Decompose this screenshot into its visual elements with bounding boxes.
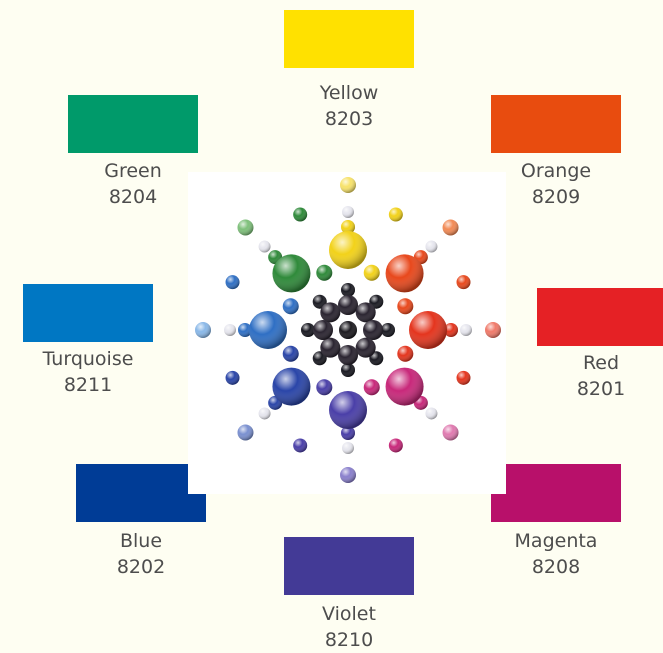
magenta-swatch [491, 464, 621, 522]
between-inner-sphere-shading [363, 264, 380, 281]
between-sphere-shading [293, 207, 308, 222]
mid-small-sphere-shading [341, 220, 355, 234]
between-sphere-shading [293, 438, 308, 453]
between-sphere-shading [388, 438, 403, 453]
large-sphere-shading [385, 254, 424, 293]
between-inner-sphere-shading [397, 345, 414, 362]
outer-sphere-shading [442, 424, 459, 441]
large-sphere-shading [272, 254, 311, 293]
turquoise-caption: Turquoise 8211 [23, 346, 153, 398]
pale-sphere-shading [425, 407, 438, 420]
violet-code: 8210 [324, 629, 374, 651]
inner-dark-sphere-shading [369, 351, 384, 366]
core-ring-sphere-shading [363, 320, 383, 340]
violet-swatch [284, 537, 414, 595]
pale-sphere-shading [258, 240, 271, 253]
green-caption: Green 8204 [68, 158, 198, 210]
red-name: Red [582, 352, 620, 374]
turquoise-name: Turquoise [42, 348, 134, 370]
between-sphere-shading [225, 275, 240, 290]
pale-sphere-shading [425, 240, 438, 253]
pale-sphere-shading [258, 407, 271, 420]
mid-small-sphere-shading [444, 323, 458, 337]
yellow-name: Yellow [319, 82, 379, 104]
between-inner-sphere-shading [282, 298, 299, 315]
inner-dark-sphere-shading [369, 294, 384, 309]
yellow-swatch [284, 10, 414, 68]
core-ring-sphere-shading [320, 302, 341, 323]
inner-dark-sphere-shading [381, 323, 395, 337]
large-sphere-shading [272, 367, 311, 406]
outer-sphere-shading [442, 219, 459, 236]
between-inner-sphere-shading [282, 345, 299, 362]
outer-sphere-shading [237, 219, 254, 236]
core-ring-sphere-shading [355, 302, 376, 323]
core-ring-sphere-shading [355, 337, 376, 358]
inner-dark-sphere-shading [341, 283, 355, 297]
sphere-wheel-graphic [195, 177, 501, 483]
red-code: 8201 [576, 378, 626, 400]
between-inner-sphere-shading [316, 264, 333, 281]
magenta-code: 8208 [531, 556, 581, 578]
green-swatch [68, 95, 198, 153]
outer-sphere-shading [237, 424, 254, 441]
between-inner-sphere-shading [363, 379, 380, 396]
orange-caption: Orange 8209 [491, 158, 621, 210]
between-inner-sphere-shading [316, 379, 333, 396]
red-swatch [537, 288, 663, 346]
color-sphere-illustration [188, 172, 506, 494]
violet-caption: Violet 8210 [284, 601, 414, 653]
outer-sphere-shading [195, 322, 211, 338]
large-sphere-shading [329, 231, 367, 269]
orange-name: Orange [520, 160, 592, 182]
inner-dark-sphere-shading [341, 363, 355, 377]
outer-sphere-shading [340, 467, 356, 483]
green-code: 8204 [108, 186, 158, 208]
large-sphere-shading [329, 391, 367, 429]
between-sphere-shading [456, 275, 471, 290]
between-sphere-shading [456, 370, 471, 385]
turquoise-code: 8211 [63, 374, 113, 396]
large-sphere-shading [409, 311, 447, 349]
outer-sphere-shading [340, 177, 356, 193]
between-sphere-shading [388, 207, 403, 222]
core-ring-sphere-shading [338, 295, 358, 315]
large-sphere-shading [385, 367, 424, 406]
yellow-code: 8203 [324, 108, 374, 130]
outer-sphere-shading [485, 322, 501, 338]
large-sphere-shading [249, 311, 287, 349]
turquoise-swatch [23, 284, 153, 342]
core-ring-sphere-shading [338, 345, 358, 365]
inner-dark-sphere-shading [312, 351, 327, 366]
inner-dark-sphere-shading [312, 294, 327, 309]
core-ring-sphere-shading [320, 337, 341, 358]
violet-name: Violet [322, 603, 376, 625]
pale-sphere-shading [224, 324, 236, 336]
between-inner-sphere-shading [397, 298, 414, 315]
magenta-name: Magenta [514, 530, 598, 552]
red-caption: Red 8201 [536, 350, 663, 402]
blue-swatch [76, 464, 206, 522]
orange-code: 8209 [531, 186, 581, 208]
yellow-caption: Yellow 8203 [284, 80, 414, 132]
mid-small-sphere-shading [238, 323, 252, 337]
pale-sphere-shading [342, 206, 354, 218]
between-sphere-shading [225, 370, 240, 385]
blue-name: Blue [119, 530, 163, 552]
inner-dark-sphere-shading [301, 323, 315, 337]
mid-small-sphere-shading [341, 426, 355, 440]
pale-sphere-shading [342, 442, 354, 454]
magenta-caption: Magenta 8208 [491, 528, 621, 580]
blue-code: 8202 [116, 556, 166, 578]
core-ring-sphere-shading [313, 320, 333, 340]
green-name: Green [104, 160, 162, 182]
orange-swatch [491, 95, 621, 153]
pale-sphere-shading [460, 324, 472, 336]
blue-caption: Blue 8202 [76, 528, 206, 580]
center-sphere-shading [339, 321, 357, 339]
